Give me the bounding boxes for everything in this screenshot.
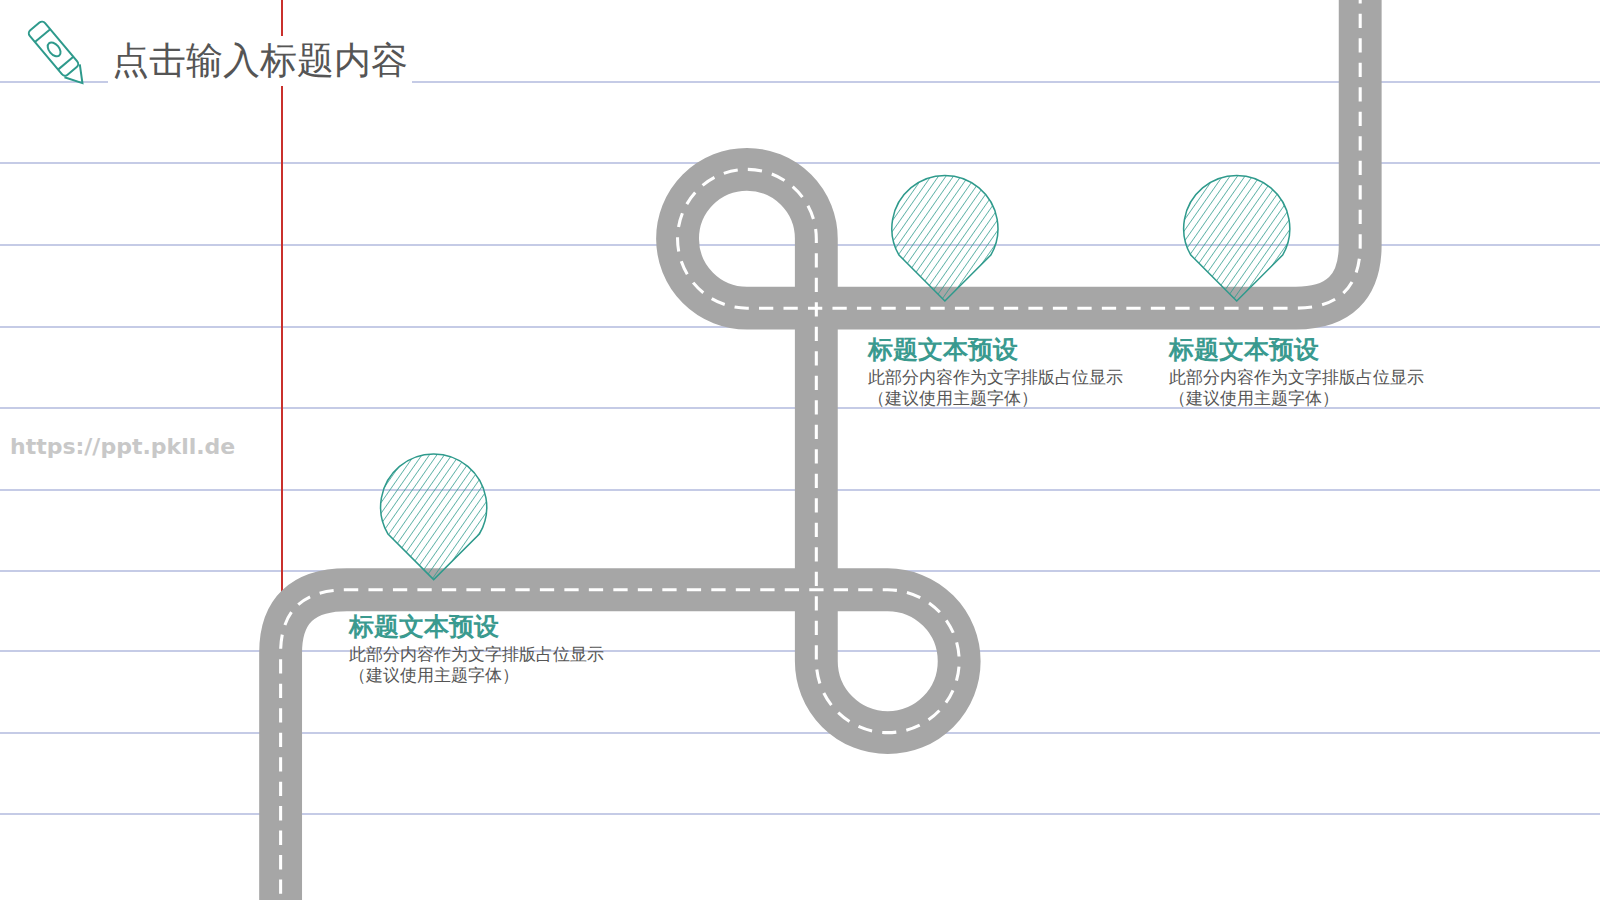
milestone-heading: 标题文本预设	[868, 335, 1136, 365]
slide-title: 点击输入标题内容	[108, 36, 412, 86]
milestone-body: 此部分内容作为文字排版占位显示 （建议使用主题字体）	[1169, 367, 1437, 410]
milestone-body: 此部分内容作为文字排版占位显示 （建议使用主题字体）	[868, 367, 1136, 410]
milestone-text: 标题文本预设此部分内容作为文字排版占位显示 （建议使用主题字体）	[868, 335, 1136, 410]
milestone-text: 标题文本预设此部分内容作为文字排版占位显示 （建议使用主题字体）	[349, 612, 617, 687]
map-pins	[381, 175, 1290, 579]
margin-line	[281, 0, 283, 597]
milestone-text: 标题文本预设此部分内容作为文字排版占位显示 （建议使用主题字体）	[1169, 335, 1437, 410]
road	[281, 0, 1361, 900]
milestone-heading: 标题文本预设	[1169, 335, 1437, 365]
watermark: https://ppt.pkll.de	[10, 434, 235, 459]
milestone-body: 此部分内容作为文字排版占位显示 （建议使用主题字体）	[349, 644, 617, 687]
milestone-heading: 标题文本预设	[349, 612, 617, 642]
crayon-icon	[27, 20, 90, 90]
